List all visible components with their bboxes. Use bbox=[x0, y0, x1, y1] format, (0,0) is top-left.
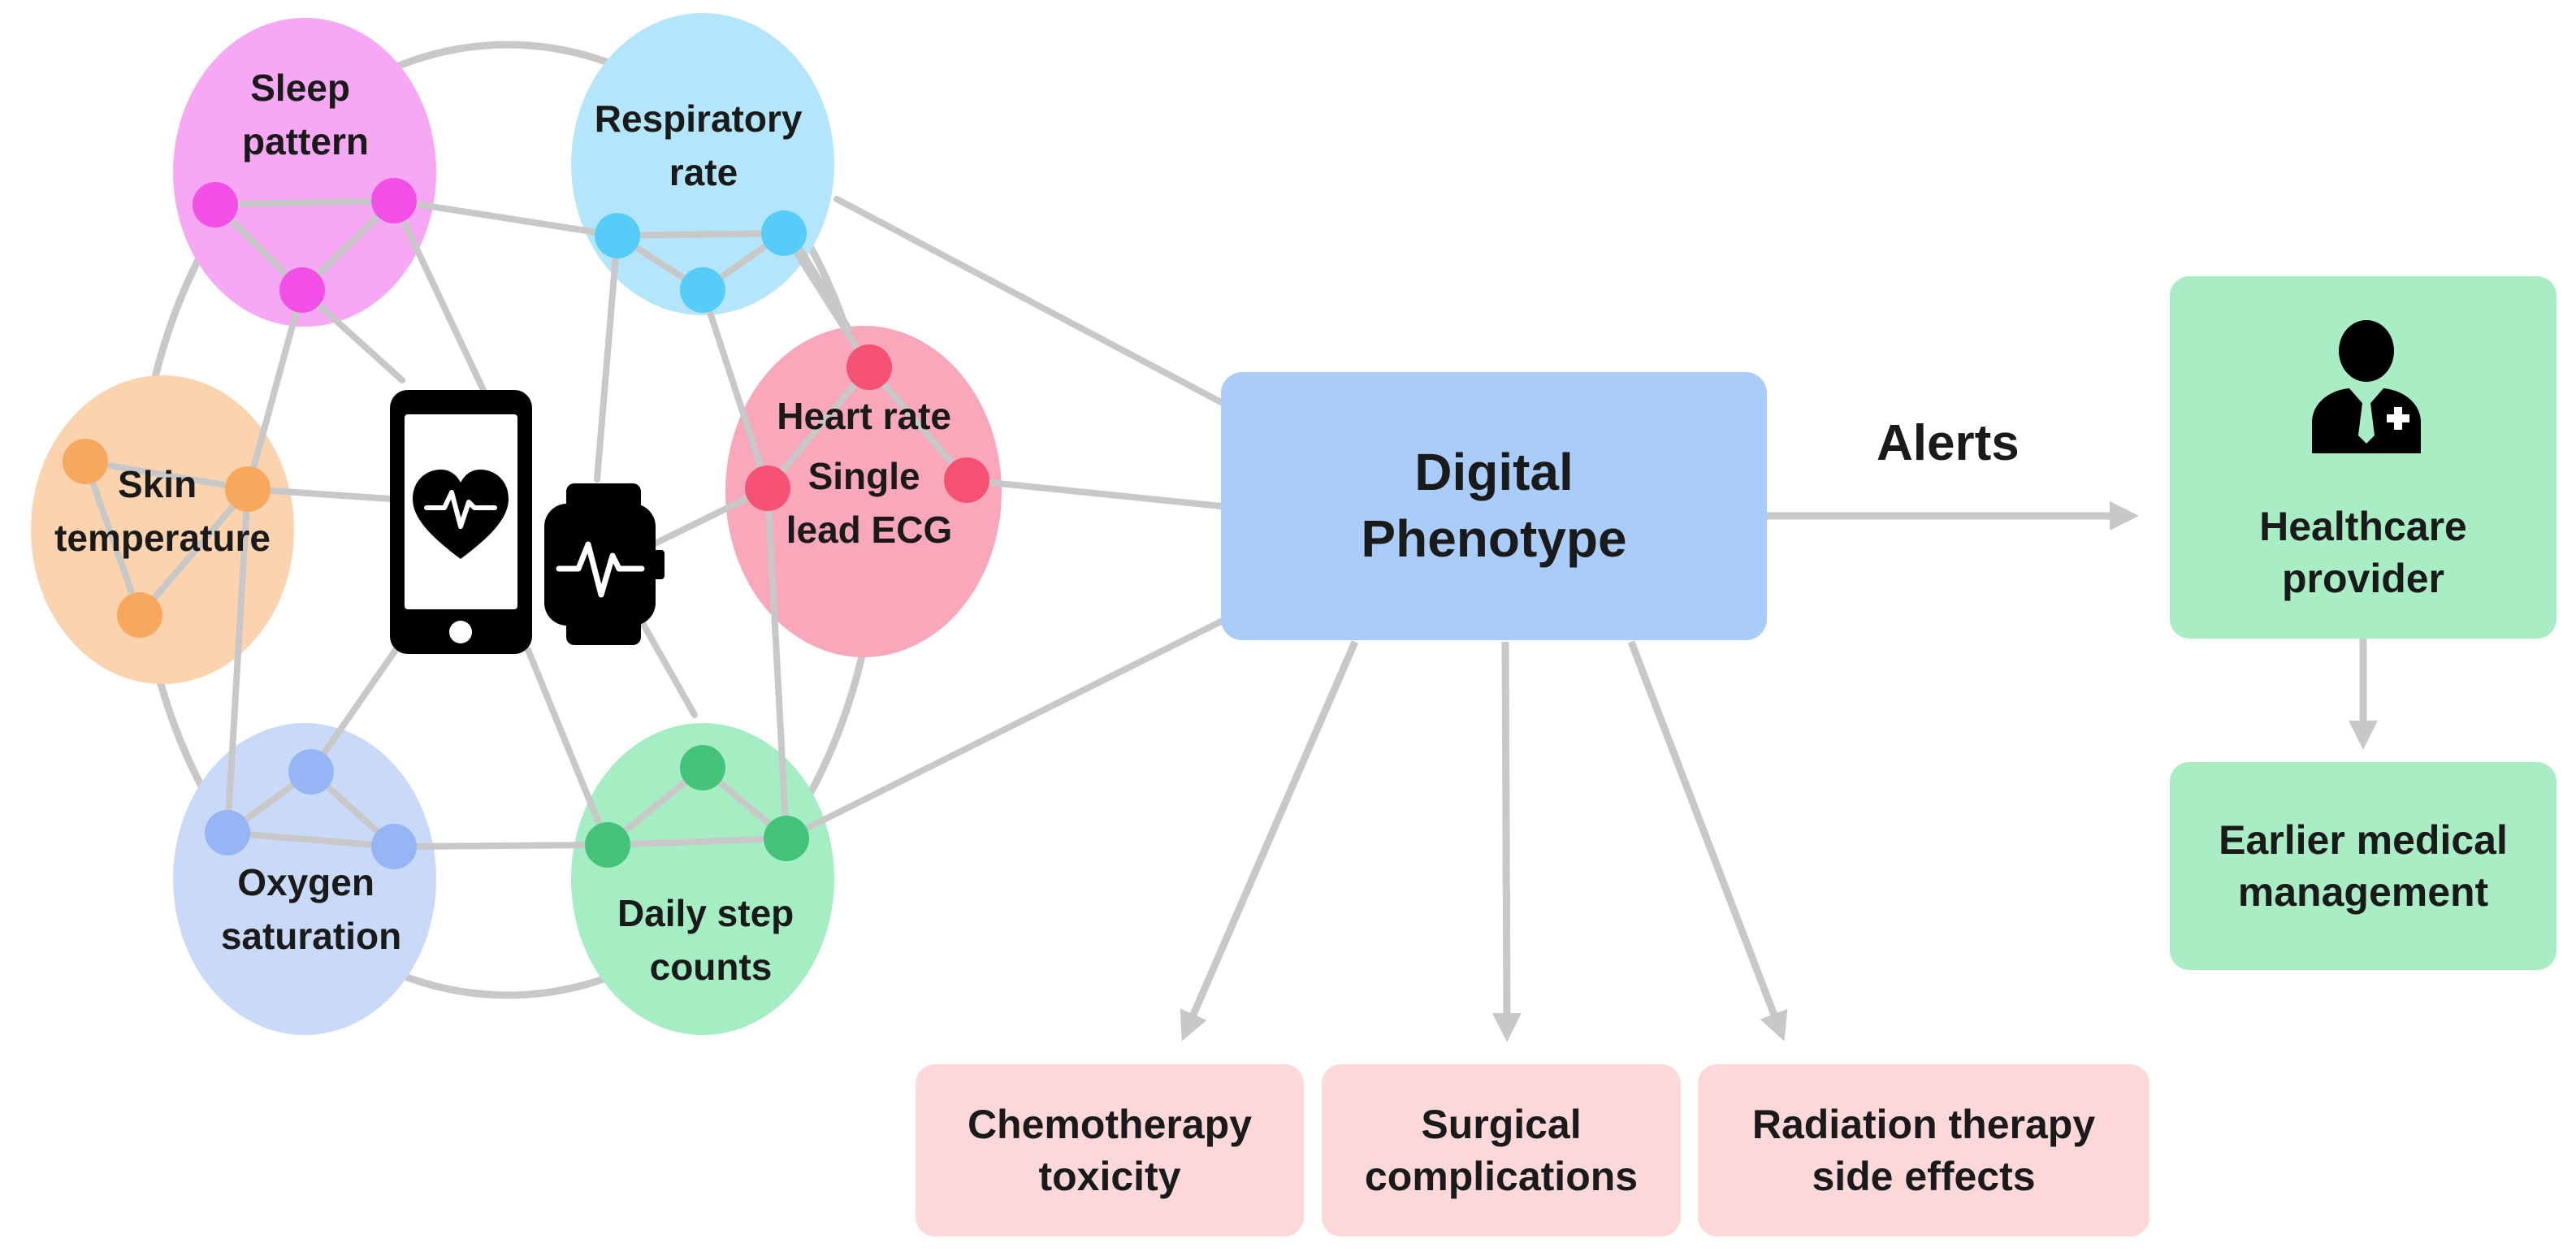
alerts-label: Alerts bbox=[1877, 415, 2020, 471]
oxygen-cluster bbox=[173, 723, 436, 1035]
chemotherapy-toxicity-box: Chemotherapy toxicity bbox=[916, 1064, 1304, 1237]
heart-node bbox=[745, 466, 790, 511]
sleep-nodes bbox=[193, 178, 417, 313]
smartphone-heart-icon bbox=[390, 390, 532, 654]
oxygen-label: Oxygen saturation bbox=[221, 861, 401, 957]
oxygen-bubble bbox=[173, 723, 436, 1035]
sleep-node bbox=[279, 267, 325, 313]
steps-node bbox=[585, 822, 630, 868]
surgical-arrow bbox=[1491, 641, 1522, 1042]
radiation-arrow bbox=[1627, 640, 1788, 1042]
steps-label: Daily step counts bbox=[617, 892, 804, 988]
management-line: Earlier medical bbox=[2219, 817, 2508, 863]
skin-label: Skin temperature bbox=[54, 463, 271, 559]
steps-bubble bbox=[571, 723, 834, 1035]
phenotype-line: Phenotype bbox=[1361, 509, 1627, 568]
surgical-line: complications bbox=[1364, 1154, 1639, 1199]
arrows bbox=[1180, 501, 2378, 1042]
skin-node bbox=[63, 439, 108, 484]
skin-node bbox=[117, 592, 162, 638]
respiratory-node bbox=[595, 213, 640, 258]
sleep-label: Sleep pattern bbox=[242, 67, 369, 162]
respiratory-node bbox=[680, 267, 725, 313]
smartwatch-pulse-icon bbox=[544, 483, 665, 645]
heart-node bbox=[944, 457, 989, 503]
provider-line: Healthcare bbox=[2259, 504, 2467, 549]
oxygen-node bbox=[371, 824, 417, 869]
oxygen-node bbox=[288, 749, 334, 795]
skin-nodes bbox=[63, 439, 271, 638]
heart-nodes bbox=[745, 344, 989, 511]
digital-phenotype-box: Digital Phenotype bbox=[1221, 372, 1767, 640]
radiation-line: Radiation therapy bbox=[1751, 1102, 2096, 1147]
doctor-icon bbox=[2312, 320, 2421, 453]
steps-node bbox=[680, 745, 725, 790]
provider-line: provider bbox=[2281, 556, 2445, 601]
chemo-line: toxicity bbox=[1038, 1154, 1181, 1199]
steps-cluster bbox=[571, 723, 834, 1035]
sleep-cluster bbox=[173, 18, 436, 327]
surgical-line: Surgical bbox=[1421, 1102, 1582, 1147]
steps-nodes bbox=[585, 745, 809, 868]
earlier-medical-management-box: Earlier medical management bbox=[2170, 762, 2557, 970]
oxygen-nodes bbox=[205, 749, 417, 869]
skin-node bbox=[225, 466, 271, 512]
sleep-bubble bbox=[173, 18, 436, 327]
chemo-line: Chemotherapy bbox=[967, 1102, 1253, 1147]
sleep-node bbox=[193, 182, 238, 227]
oxygen-node bbox=[205, 810, 250, 855]
radiation-line: side effects bbox=[1812, 1154, 2036, 1199]
respiratory-node bbox=[761, 210, 807, 256]
heart-node bbox=[846, 344, 892, 390]
heart-bubble bbox=[725, 326, 1002, 657]
surgical-complications-box: Surgical complications bbox=[1322, 1064, 1681, 1237]
respiratory-nodes bbox=[595, 210, 807, 313]
steps-node bbox=[764, 816, 809, 861]
radiation-therapy-box: Radiation therapy side effects bbox=[1698, 1064, 2150, 1237]
management-line: management bbox=[2237, 869, 2489, 915]
heart-cluster bbox=[725, 326, 1002, 657]
phenotype-line: Digital bbox=[1414, 443, 1574, 502]
respiratory-label: Respiratory rate bbox=[595, 97, 812, 193]
heart-label: Heart rate Single lead ECG bbox=[777, 395, 962, 551]
chemo-arrow bbox=[1180, 640, 1359, 1042]
sleep-node bbox=[371, 178, 417, 223]
